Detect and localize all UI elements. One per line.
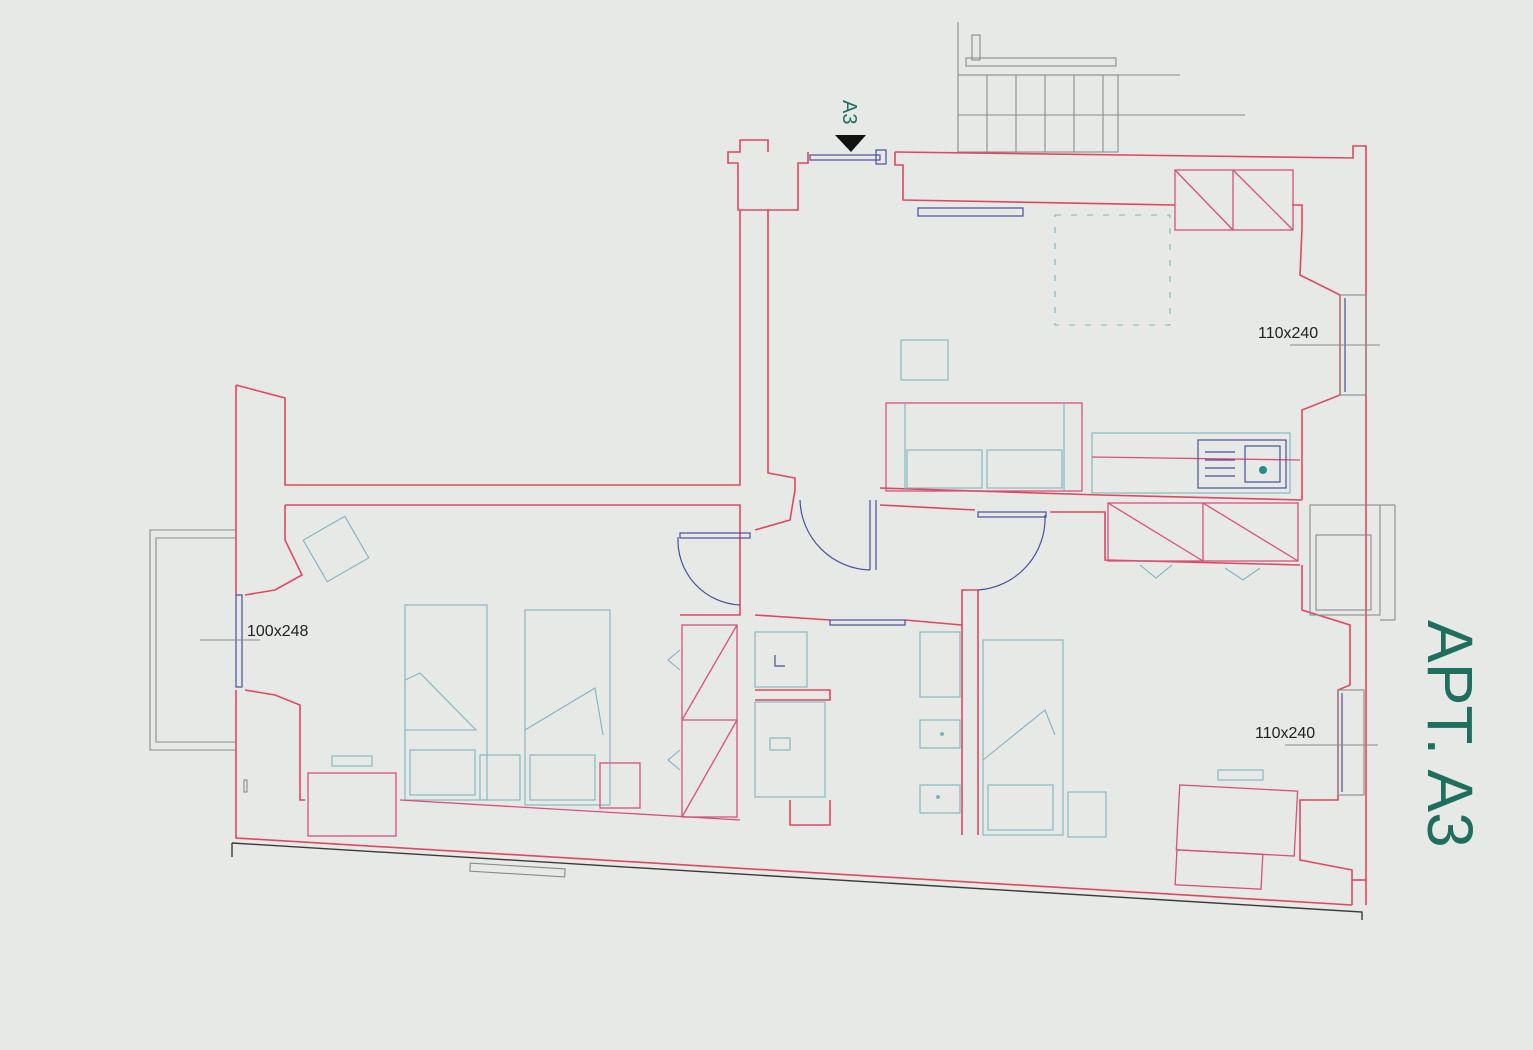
entrance-label: A3	[838, 100, 860, 124]
walls	[235, 139, 1367, 906]
window-label-bedroom-left: 100x248	[247, 623, 308, 640]
window-label-bedroom-right: 110x240	[1255, 725, 1315, 742]
facade-line	[231, 842, 1363, 920]
right-bedroom-furniture	[982, 564, 1299, 890]
window-living	[1290, 294, 1380, 396]
window-label-living: 110x240	[1258, 325, 1318, 342]
window-bedroom-left	[200, 594, 260, 688]
window-kitchen-side	[1309, 504, 1396, 621]
bathroom-fixtures	[754, 631, 961, 814]
doors	[677, 149, 1047, 626]
window-bedroom-right	[1285, 689, 1378, 796]
entrance-arrow-icon	[835, 135, 866, 152]
entrance-marker: A3	[835, 100, 866, 152]
kitchen-units	[1091, 169, 1301, 562]
left-bedroom-furniture	[243, 515, 741, 837]
facade-vent	[469, 862, 566, 878]
staircase	[957, 22, 1245, 153]
apartment-title: APT. A3	[1414, 620, 1486, 848]
living-furniture	[885, 207, 1171, 492]
balcony	[149, 529, 236, 751]
